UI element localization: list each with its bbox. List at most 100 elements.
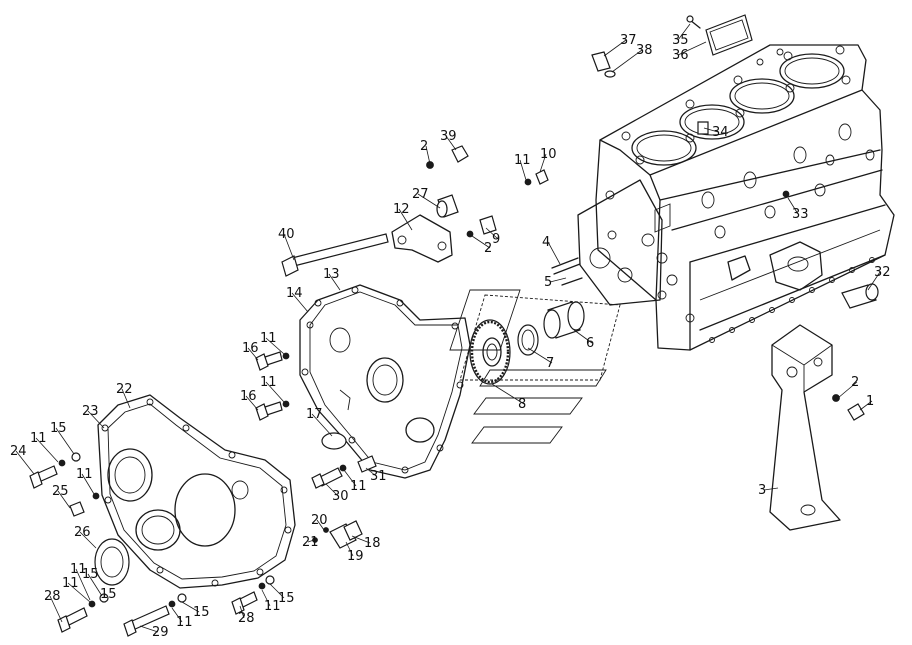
callout-label-3: 3 — [758, 483, 766, 498]
leader-line-15 — [181, 601, 200, 613]
leader-line-11 — [75, 568, 91, 601]
callout-label-11: 11 — [514, 153, 531, 168]
leader-line-13 — [328, 273, 341, 291]
callout-label-18: 18 — [364, 536, 381, 551]
oil-seal-27 — [94, 538, 130, 586]
oil-filter-boss — [727, 241, 823, 291]
idler-shaft-6 — [543, 301, 585, 339]
callout-label-25: 25 — [52, 484, 69, 499]
leader-line-11 — [265, 381, 285, 403]
leader-line-16 — [245, 395, 259, 411]
callout-label-28: 28 — [238, 611, 255, 626]
leader-line-2 — [425, 145, 431, 165]
callout-label-38: 38 — [636, 43, 653, 58]
callout-label-2: 2 — [420, 139, 428, 154]
bolt-1 — [847, 403, 865, 421]
washer-2-upper — [426, 161, 434, 169]
callout-label-11: 11 — [62, 576, 79, 591]
leader-line-15 — [103, 593, 107, 597]
callout-label-37: 37 — [620, 33, 637, 48]
leader-line-11 — [261, 589, 271, 607]
callout-label-16: 16 — [242, 341, 259, 356]
callout-label-10: 10 — [540, 147, 557, 162]
leader-line-3 — [763, 487, 779, 491]
callout-label-14: 14 — [286, 286, 303, 301]
leader-lines — [15, 23, 881, 633]
leader-line-11 — [171, 607, 183, 623]
callout-label-5: 5 — [544, 275, 552, 290]
callout-label-13: 13 — [323, 267, 340, 282]
front-timing-cover — [97, 394, 296, 589]
block-side-ports — [605, 123, 875, 323]
leader-line-29 — [139, 625, 159, 633]
bolt-31 — [357, 455, 377, 473]
callout-label-11: 11 — [260, 331, 277, 346]
leader-line-8 — [491, 383, 525, 405]
leader-line-11 — [81, 473, 95, 495]
leader-line-23 — [87, 410, 105, 429]
leader-line-11 — [519, 159, 527, 181]
callout-label-39: 39 — [440, 129, 457, 144]
callout-label-30: 30 — [332, 489, 349, 504]
callout-label-35: 35 — [672, 33, 689, 48]
idler-gear — [469, 319, 511, 385]
leader-line-26 — [79, 531, 97, 549]
leader-line-32 — [867, 271, 881, 291]
washer-2-lower — [832, 394, 840, 402]
leader-line-33 — [787, 197, 799, 215]
bolt-16-upper — [255, 351, 290, 371]
spacer-26 — [436, 194, 459, 218]
leader-line-2 — [837, 381, 858, 399]
head-bolt-holes — [621, 45, 851, 165]
front-plate — [577, 179, 663, 306]
callout-label-2: 2 — [484, 241, 492, 256]
assembly-direction-arrows — [449, 289, 621, 444]
callout-label-1: 1 — [866, 394, 874, 409]
callout-label-11: 11 — [30, 431, 47, 446]
leader-line-34 — [703, 127, 719, 133]
leader-line-5 — [549, 277, 567, 283]
nut-25 — [69, 492, 100, 517]
plug-32 — [841, 283, 879, 309]
callout-label-22: 22 — [116, 382, 133, 397]
callout-label-23: 23 — [82, 404, 99, 419]
stud-34 — [697, 121, 709, 135]
cylinder-block — [577, 44, 895, 351]
leader-line-31 — [365, 467, 377, 477]
leader-line-6 — [573, 329, 593, 344]
callout-label-2: 2 — [851, 375, 859, 390]
leader-line-11 — [35, 437, 59, 463]
callout-label-15: 15 — [82, 567, 99, 582]
bolt-24 — [29, 452, 81, 489]
bracket-12 — [391, 214, 453, 263]
leader-line-15 — [55, 427, 75, 455]
callout-label-11: 11 — [260, 375, 277, 390]
bolt-30 — [311, 464, 347, 489]
bushing-7 — [517, 324, 539, 356]
leader-line-2 — [471, 235, 491, 249]
callout-label-11: 11 — [350, 479, 367, 494]
bolt-10-11 — [524, 169, 549, 186]
callout-label-29: 29 — [152, 625, 169, 640]
callout-label-40: 40 — [278, 227, 295, 242]
leader-line-18 — [351, 535, 371, 544]
callout-label-7: 7 — [546, 356, 554, 371]
mounting-bracket — [769, 324, 841, 531]
bolt-29 — [123, 593, 187, 637]
callout-label-4: 4 — [542, 235, 550, 250]
cylinder-bores — [631, 53, 845, 166]
leader-line-10 — [539, 153, 547, 173]
leader-line-14 — [291, 292, 309, 313]
plug-37 — [591, 51, 616, 78]
callout-label-9: 9 — [492, 232, 500, 247]
callout-label-32: 32 — [874, 265, 891, 280]
leader-line-24 — [15, 450, 35, 475]
callout-label-21: 21 — [302, 535, 319, 550]
callout-label-33: 33 — [792, 207, 809, 222]
leader-line-36 — [677, 41, 707, 56]
callout-label-27: 27 — [412, 187, 429, 202]
leader-line-22 — [121, 388, 131, 409]
callout-label-12: 12 — [393, 202, 410, 217]
callout-label-15: 15 — [278, 591, 295, 606]
